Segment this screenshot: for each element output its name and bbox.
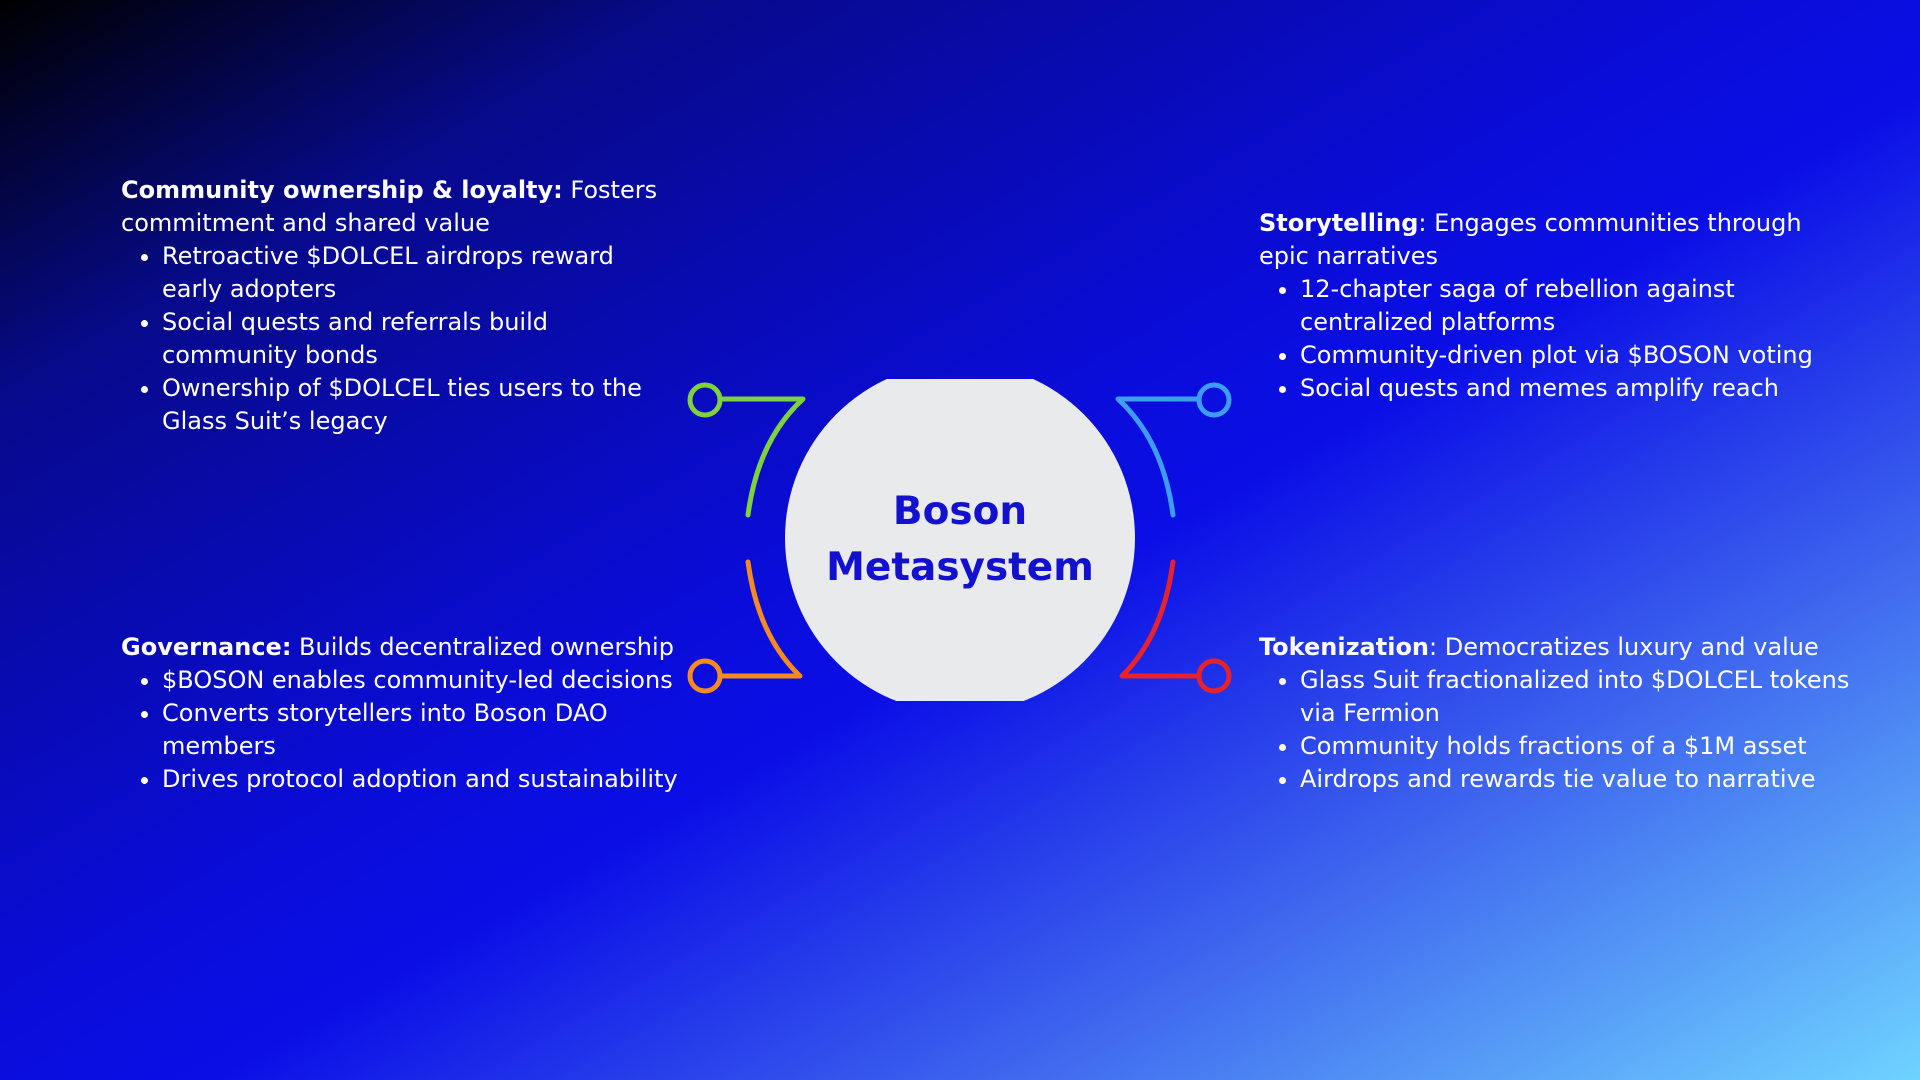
- community-bullet-list: Retroactive $DOLCEL airdrops reward earl…: [121, 240, 681, 438]
- node-tokenization-icon: [1196, 658, 1232, 694]
- community-bullet: Retroactive $DOLCEL airdrops reward earl…: [162, 240, 681, 306]
- governance-bullet: Converts storytellers into Boson DAO mem…: [162, 697, 681, 763]
- tokenization-description: : Democratizes luxury and value: [1429, 633, 1819, 661]
- governance-heading: Governance:: [121, 633, 292, 661]
- storytelling-bullet: Social quests and memes amplify reach: [1300, 372, 1839, 405]
- tokenization-bullet-list: Glass Suit fractionalized into $DOLCEL t…: [1259, 664, 1859, 796]
- node-storytelling-icon: [1196, 382, 1232, 418]
- community-lead: Community ownership & loyalty: Fosters c…: [121, 174, 681, 240]
- connector-community: [687, 382, 806, 518]
- governance-description: Builds decentralized ownership: [291, 633, 674, 661]
- storytelling-bullet: Community-driven plot via $BOSON voting: [1300, 339, 1839, 372]
- connector-governance: [687, 559, 803, 694]
- connector-tokenization: [1119, 559, 1232, 694]
- community-bullet: Social quests and referrals build commun…: [162, 306, 681, 372]
- connector-storytelling: [1115, 382, 1232, 518]
- storytelling-description: : Engages communities through epic narra…: [1259, 209, 1802, 270]
- center-circle: [785, 379, 1135, 701]
- tokenization-lead: Tokenization: Democratizes luxury and va…: [1259, 631, 1859, 664]
- storytelling-block: Storytelling: Engages communities throug…: [1259, 207, 1839, 405]
- tokenization-bullet: Glass Suit fractionalized into $DOLCEL t…: [1300, 664, 1859, 730]
- node-governance-icon: [687, 658, 723, 694]
- governance-block: Governance: Builds decentralized ownersh…: [121, 631, 681, 796]
- tokenization-bullet: Airdrops and rewards tie value to narrat…: [1300, 763, 1859, 796]
- governance-bullet: Drives protocol adoption and sustainabil…: [162, 763, 681, 796]
- governance-lead: Governance: Builds decentralized ownersh…: [121, 631, 681, 664]
- tokenization-heading: Tokenization: [1259, 633, 1430, 661]
- storytelling-bullet-list: 12-chapter saga of rebellion against cen…: [1259, 273, 1839, 405]
- community-heading: Community ownership & loyalty:: [121, 176, 563, 204]
- community-bullet: Ownership of $DOLCEL ties users to the G…: [162, 372, 681, 438]
- storytelling-lead: Storytelling: Engages communities throug…: [1259, 207, 1839, 273]
- community-description: Fosters commitment and shared value: [121, 176, 658, 237]
- center-title-line2: Metasystem: [826, 545, 1094, 590]
- storytelling-bullet: 12-chapter saga of rebellion against cen…: [1300, 273, 1839, 339]
- center-title: Boson Metasystem: [785, 484, 1135, 596]
- governance-bullet-list: $BOSON enables community-led decisions C…: [121, 664, 681, 796]
- tokenization-block: Tokenization: Democratizes luxury and va…: [1259, 631, 1859, 796]
- center-title-line1: Boson: [892, 489, 1028, 534]
- tokenization-bullet: Community holds fractions of a $1M asset: [1300, 730, 1859, 763]
- storytelling-heading: Storytelling: [1259, 209, 1419, 237]
- node-community-icon: [687, 382, 723, 418]
- governance-bullet: $BOSON enables community-led decisions: [162, 664, 681, 697]
- community-block: Community ownership & loyalty: Fosters c…: [121, 174, 681, 438]
